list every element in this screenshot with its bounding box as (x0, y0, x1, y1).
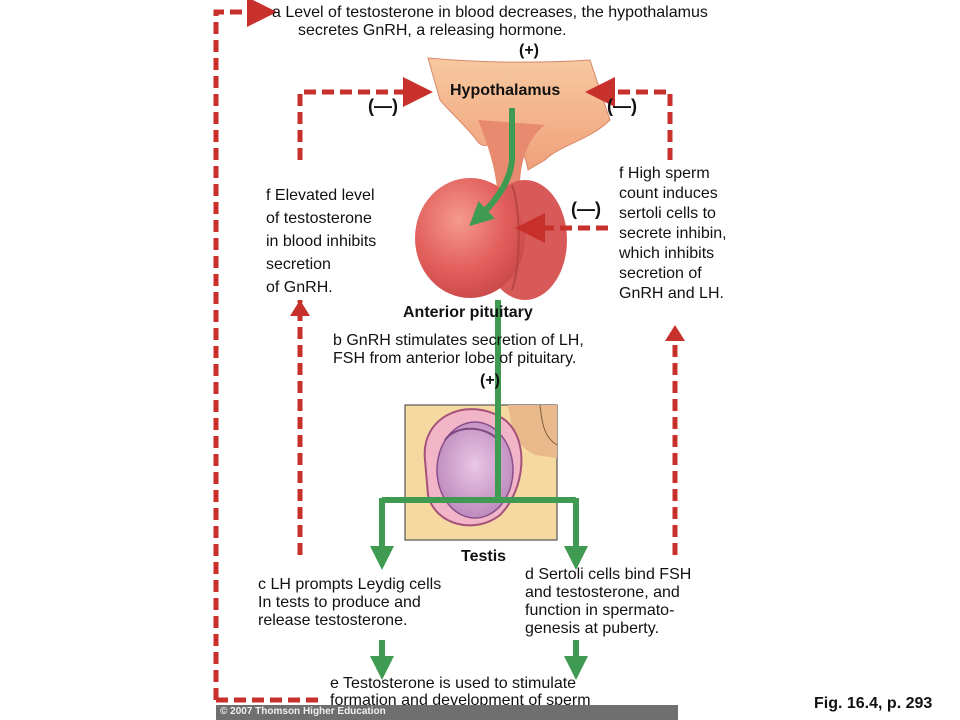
step-f-left-text: f Elevated level of testosterone in bloo… (266, 187, 377, 296)
testis-illustration (404, 404, 558, 541)
step-e-text: e Testosterone is used to stimulate form… (330, 675, 591, 709)
plus-sign-mid: (+) (480, 372, 500, 389)
step-c-text: c LH prompts Leydig cells In tests to pr… (258, 576, 442, 629)
step-b-text: b GnRH stimulates secretion of LH, FSH f… (333, 332, 584, 367)
minus-sign-right: (—) (607, 96, 637, 116)
stimulation-arrows (370, 108, 588, 680)
pituitary-illustration (415, 178, 567, 300)
figure-reference: Fig. 16.4, p. 293 (814, 695, 933, 712)
copyright-text: © 2007 Thomson Higher Education (220, 706, 386, 717)
outer-feedback-loop (213, 0, 277, 700)
testis-label: Testis (461, 548, 507, 565)
feedback-loops (213, 0, 678, 703)
gnrh-arrow (469, 108, 515, 227)
anterior-pituitary-label: Anterior pituitary (403, 304, 533, 321)
copyright-bar: © 2007 Thomson Higher Education (216, 705, 678, 720)
plus-sign-top: (+) (519, 42, 539, 59)
step-a-text: a Level of testosterone in blood decreas… (272, 4, 708, 39)
minus-sign-left: (—) (368, 96, 398, 116)
step-d-text: d Sertoli cells bind FSH and testosteron… (525, 566, 692, 637)
right-inhibition-top (585, 77, 673, 160)
hypothalamus-label: Hypothalamus (450, 82, 561, 99)
left-upward-arrowhead (290, 300, 310, 316)
hypothalamus-illustration (427, 57, 611, 188)
step-f-right-text: f High sperm count induces sertoli cells… (619, 165, 727, 302)
left-inhibition-top (297, 77, 433, 160)
minus-sign-inhibin: (—) (571, 199, 601, 219)
right-upward-arrowhead (665, 325, 685, 341)
